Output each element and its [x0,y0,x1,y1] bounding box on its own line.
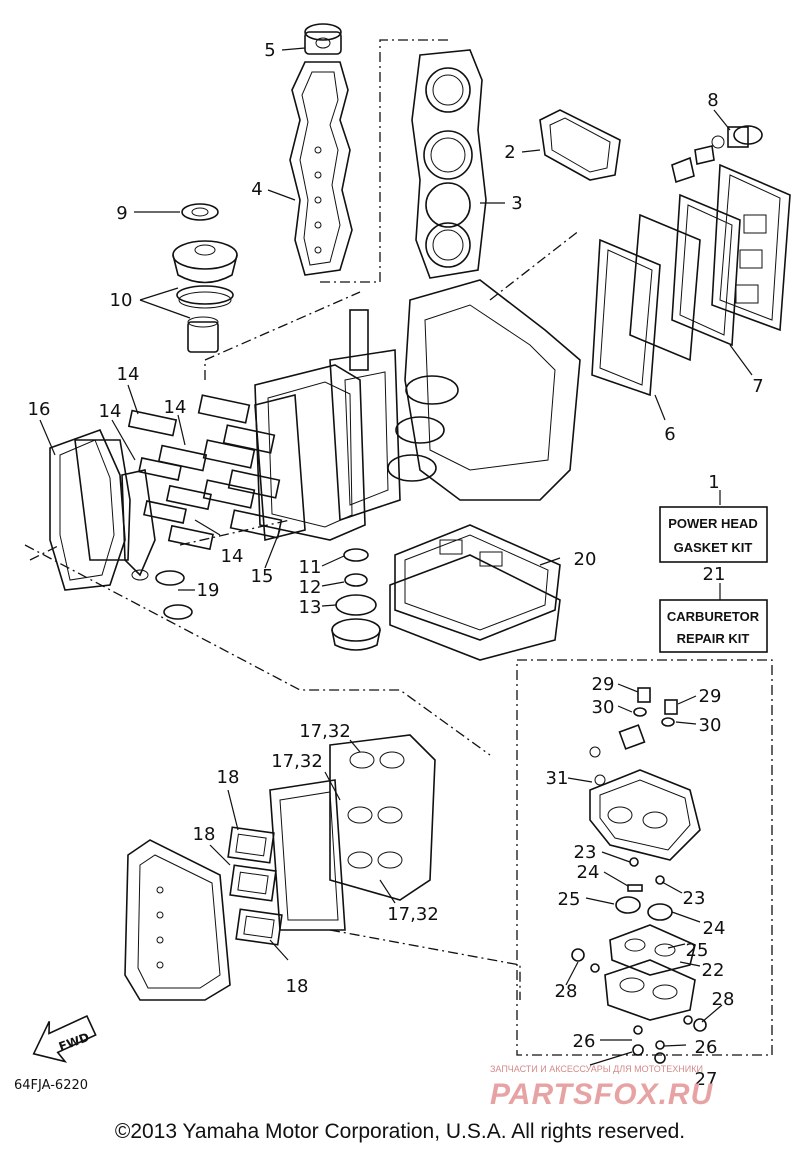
callout-26-b: 26 [695,1037,718,1058]
callout-1: 1 [708,472,719,493]
callout-19: 19 [197,580,220,601]
callout-6: 6 [664,424,675,445]
callout-14-b: 14 [99,401,122,422]
callout-23-a: 23 [574,842,597,863]
callout-26-a: 26 [573,1031,596,1052]
part-14-reed-valves [127,394,283,551]
carburetor-parts [571,687,707,1064]
callout-30-b: 30 [699,715,722,736]
callout-13: 13 [299,597,322,618]
part-17-32-intake-manifold [269,734,436,931]
callout-12: 12 [299,577,322,598]
assembly-guide-lines [24,39,581,1000]
leader-lines [39,47,753,1066]
silencer-cover [124,839,231,1001]
watermark-site: PARTSFOX.RU [490,1078,714,1111]
callout-14-d: 14 [221,546,244,567]
callout-18-c: 18 [286,976,309,997]
callout-29-b: 29 [699,686,722,707]
callout-21: 21 [703,564,726,585]
copyright-notice: ©2013 Yamaha Motor Corporation, U.S.A. A… [114,1120,686,1143]
part-6-7-plates [591,163,791,397]
part-20-base-gasket [389,524,561,661]
callout-25-b: 25 [686,940,709,961]
part-8-thermostat [671,125,763,184]
callout-10: 10 [110,290,133,311]
callout-5: 5 [264,40,275,61]
callout-8: 8 [707,90,718,111]
callout-24-b: 24 [703,918,726,939]
callout-17-32-c: 17,32 [387,904,439,925]
callout-16: 16 [28,399,51,420]
callout-23-b: 23 [683,888,706,909]
callout-18-a: 18 [217,767,240,788]
fwd-arrow: FWD [32,1014,97,1063]
part-11-13-seals [331,548,381,651]
part-9-10-bearing-housing [172,203,238,353]
callout-labels: 1 2 3 4 5 6 7 8 9 10 11 12 13 14 14 14 1… [28,40,764,1090]
callout-9: 9 [116,203,127,224]
power-head-kit-box: POWER HEAD GASKET KIT [659,506,768,563]
fwd-label: FWD [57,1030,91,1054]
part-5-seal [304,23,342,55]
callout-11: 11 [299,557,322,578]
part-16-19-intake-gaskets [49,428,193,620]
carburetor-kit-boundary [516,659,773,1056]
part-4-exhaust-gasket [289,61,353,276]
callout-15: 15 [251,566,274,587]
watermark: ЗАПЧАСТИ И АКСЕССУАРЫ ДЛЯ МОТОТЕХНИКИ PA… [490,1064,714,1111]
callout-17-32-a: 17,32 [299,721,351,742]
callout-3: 3 [511,193,522,214]
diagram-code: 64FJA-6220 [14,1078,88,1093]
callout-27: 27 [695,1069,718,1090]
callout-28-a: 28 [555,981,578,1002]
callout-28-b: 28 [712,989,735,1010]
callout-29-a: 29 [592,674,615,695]
callout-7: 7 [752,376,763,397]
carburetor-kit-box: CARBURETOR REPAIR KIT [659,599,768,653]
callout-24-a: 24 [577,862,600,883]
callout-14-c: 14 [164,397,187,418]
callout-14-a: 14 [117,364,140,385]
power-head-block [329,279,581,522]
callout-4: 4 [251,179,262,200]
callout-25-a: 25 [558,889,581,910]
power-head-kit-line1: POWER HEAD [668,516,758,531]
part-15-crankcase [254,364,366,542]
callout-31: 31 [546,768,569,789]
carburetor-kit-line1: CARBURETOR [667,609,760,624]
callout-22: 22 [702,960,725,981]
watermark-tagline: ЗАПЧАСТИ И АКСЕССУАРЫ ДЛЯ МОТОТЕХНИКИ [490,1064,703,1074]
callout-30-a: 30 [592,697,615,718]
callout-2: 2 [504,142,515,163]
callout-20: 20 [574,549,597,570]
part-18-gaskets [227,826,283,946]
part-2-cover-gasket [539,109,621,181]
part-3-head-gasket [411,49,487,279]
callout-17-32-b: 17,32 [271,751,323,772]
carburetor-kit-line2: REPAIR KIT [677,631,750,646]
callout-18-b: 18 [193,824,216,845]
power-head-kit-line2: GASKET KIT [674,540,753,555]
